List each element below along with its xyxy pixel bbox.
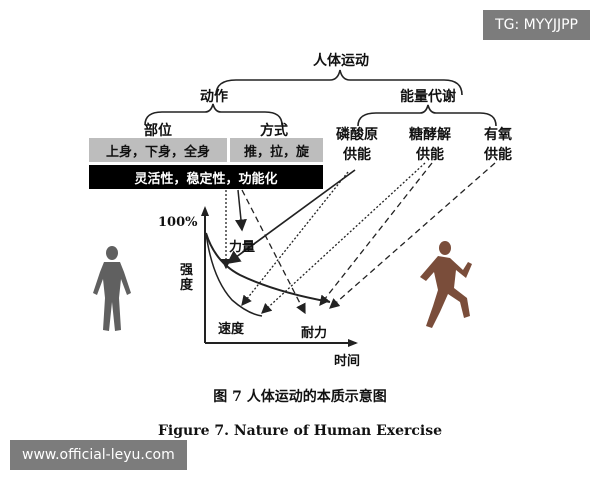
phosphagen-label: 磷酸原供能: [336, 127, 378, 163]
running-figure: [420, 241, 472, 328]
url-watermark-badge: www.official-leyu.com: [10, 440, 187, 470]
tg-watermark-badge: TG: MYYJJPP: [483, 10, 590, 40]
mode-label: 方式: [260, 123, 288, 139]
speed-curve: [205, 232, 263, 317]
standing-figure: [93, 246, 131, 331]
strength-curve: [205, 232, 331, 303]
mode-values-bar: 推，拉，旋: [230, 138, 323, 162]
endurance-label: 耐力: [301, 326, 328, 341]
brace-action: [144, 103, 283, 126]
caption-en: Figure 7. Nature of Human Exercise: [157, 423, 443, 439]
x-axis-label: 时间: [334, 354, 361, 369]
part-label: 部位: [144, 123, 172, 139]
y-axis-label: 强度: [180, 263, 194, 293]
root-label: 人体运动: [313, 53, 369, 69]
brace-root: [215, 69, 463, 96]
speed-label: 速度: [218, 322, 245, 337]
energy-label: 能量代谢: [400, 89, 456, 105]
aerobic-label: 有氧供能: [484, 127, 512, 163]
glycolytic-label: 糖酵解供能: [409, 127, 451, 163]
strength-label: 力量: [229, 240, 256, 255]
qualities-bar: 灵活性，稳定性，功能化: [89, 165, 323, 189]
y-max-label: 100%: [158, 215, 198, 230]
brace-energy: [357, 104, 497, 127]
action-label: 动作: [200, 89, 228, 105]
part-values-bar: 上身，下身，全身: [89, 138, 227, 162]
caption-cn: 图 7 人体运动的本质示意图: [213, 389, 387, 405]
